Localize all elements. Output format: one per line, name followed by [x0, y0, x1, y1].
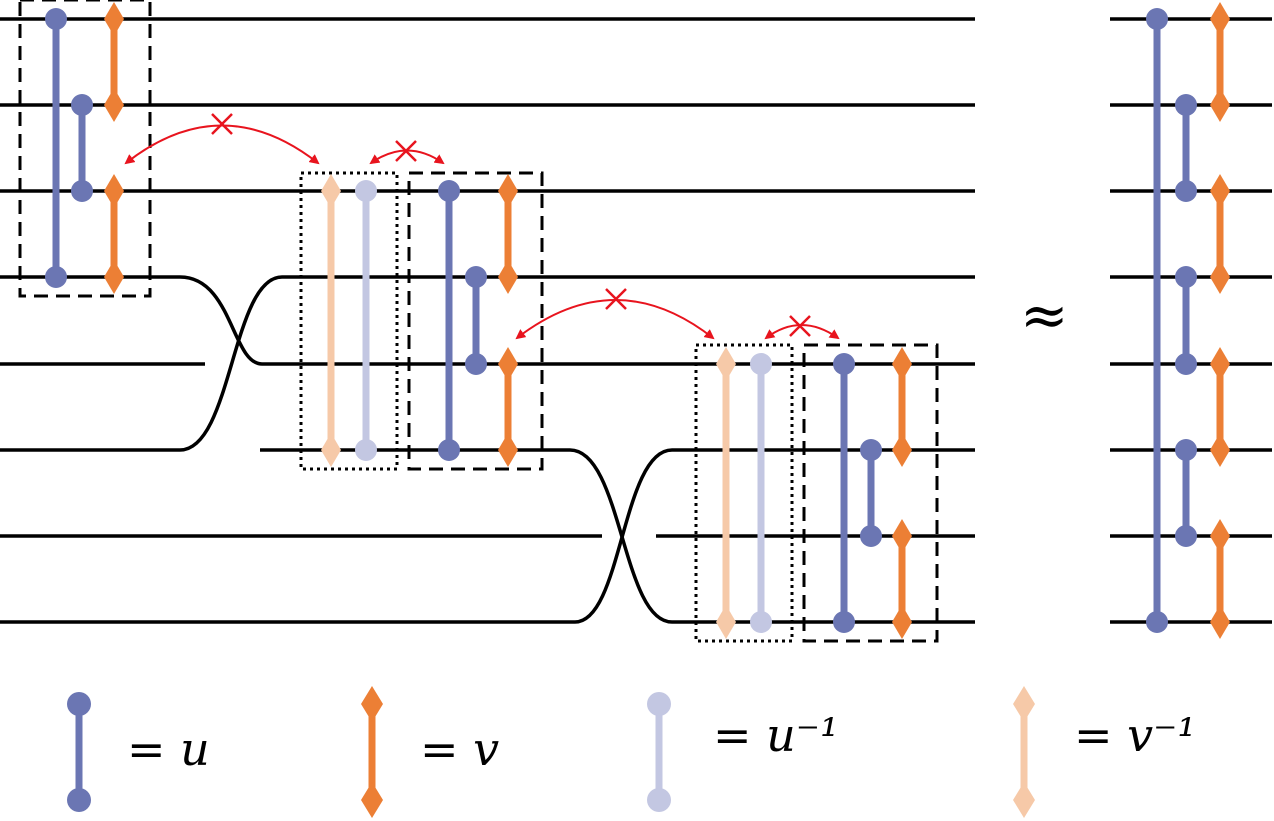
- u-gate: [438, 180, 460, 461]
- v-gate: [1210, 519, 1230, 639]
- v-gate: [498, 174, 518, 294]
- legend-v-inv-label: = v⁻¹: [1074, 708, 1196, 762]
- gate-group-4-inverse: [716, 347, 772, 639]
- cross-icon: [395, 140, 417, 162]
- legend-v-label: = v: [420, 722, 500, 776]
- u-gate: [45, 8, 67, 288]
- u-gate: [833, 353, 855, 633]
- legend-v-inv-icon: [1013, 686, 1035, 818]
- v-gate: [892, 347, 912, 467]
- v-inv-gate: [716, 347, 736, 639]
- u-gate: [1146, 8, 1168, 633]
- wire-4-crossing: [0, 275, 975, 366]
- u-gate: [860, 439, 882, 547]
- legend-v-icon: [361, 686, 383, 818]
- cross-icon: [605, 288, 627, 310]
- forbidden-arrow-1: [124, 124, 320, 165]
- dashed-box-1: [18, 0, 152, 298]
- approx-circuit-gates: [1146, 2, 1230, 639]
- approx-symbol: ≈: [1020, 281, 1069, 349]
- dashed-box-2: [407, 171, 544, 471]
- u-gate: [1175, 439, 1197, 547]
- legend-u-inv-icon: [647, 692, 671, 812]
- v-gate: [892, 519, 912, 639]
- dotted-box-2: [694, 343, 794, 643]
- wire-9-crossing: [0, 448, 975, 624]
- v-gate: [104, 2, 124, 122]
- forbidden-arrows: [124, 124, 840, 340]
- left-circuit-wires: [0, 17, 975, 624]
- forbidden-crosses: [211, 113, 811, 337]
- dotted-boxes: [299, 171, 794, 643]
- dotted-box-1: [299, 171, 399, 471]
- v-gate: [1210, 2, 1230, 122]
- dashed-box-3: [802, 343, 939, 643]
- u-inv-gate: [355, 180, 377, 461]
- wire-6-crossing: [0, 275, 975, 452]
- gate-group-5: [833, 347, 912, 639]
- gate-group-1: [45, 2, 124, 294]
- v-inv-gate: [321, 174, 341, 467]
- v-gate: [1210, 174, 1230, 294]
- cross-icon: [211, 113, 233, 135]
- legend-u-label: = u: [127, 722, 210, 776]
- u-gate: [1175, 94, 1197, 202]
- v-gate: [1210, 347, 1230, 467]
- u-gate: [71, 94, 93, 202]
- v-gate: [104, 174, 124, 294]
- v-gate: [498, 347, 518, 467]
- u-inv-gate: [750, 353, 772, 633]
- legend-u-icon: [67, 692, 91, 812]
- gate-group-2-inverse: [321, 174, 377, 467]
- gate-group-3: [438, 174, 518, 467]
- dashed-boxes: [18, 0, 939, 643]
- forbidden-arrow-3: [515, 299, 715, 340]
- u-gate: [1175, 266, 1197, 375]
- legend-u-inv-label: = u⁻¹: [713, 708, 839, 762]
- u-gate: [465, 266, 487, 375]
- cross-icon: [789, 315, 811, 337]
